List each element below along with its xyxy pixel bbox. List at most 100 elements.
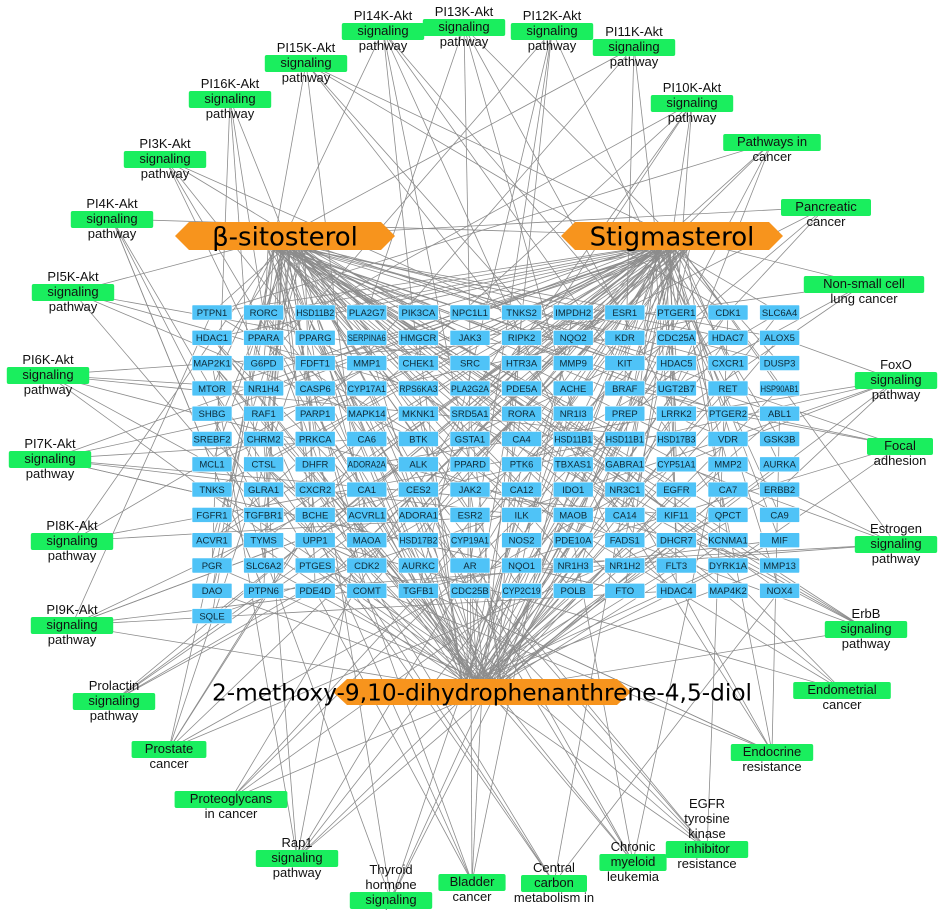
target-node-box	[449, 456, 491, 473]
target-node-box	[501, 582, 542, 599]
target-node-label: CDC25A	[658, 333, 696, 344]
target-node-g6pd: G6PD	[243, 355, 284, 371]
target-node-polb: POLB	[552, 582, 594, 599]
pathway-target-edge	[211, 62, 307, 591]
target-node-comt: COMT	[346, 582, 388, 599]
pathway-node-label: PI14K-Akt	[354, 8, 413, 23]
target-node-dusp3: DUSP3	[759, 355, 800, 371]
target-node-label: ESR1	[612, 308, 637, 319]
target-node-label: GSK3B	[764, 434, 796, 445]
target-node-label: TBXAS1	[555, 460, 591, 471]
target-node-esr2: ESR2	[449, 507, 491, 523]
pathway-target-edge	[263, 102, 693, 339]
pathway-target-edge	[229, 98, 264, 313]
pathway-node-box	[793, 682, 891, 699]
target-node-box	[243, 481, 284, 498]
target-node-label: LRRK2	[661, 409, 692, 420]
pathway-node-label: Endocrine	[743, 744, 802, 759]
pathway-node-label: PI9K-Akt	[46, 602, 98, 617]
pathway-node-box	[264, 55, 348, 72]
target-node-label: ACVR1	[196, 536, 228, 547]
compound-target-edge	[663, 245, 729, 465]
target-node-box	[501, 355, 542, 371]
pathway-compound-edge	[230, 691, 483, 800]
target-node-box	[191, 608, 233, 624]
target-node-mtor: MTOR	[191, 380, 233, 397]
pathway-target-edge	[168, 514, 729, 750]
target-node-label: GSTA1	[455, 434, 485, 445]
pathway-target-edge	[469, 30, 553, 566]
target-node-label: DYRK1A	[709, 561, 748, 572]
compound-target-edge	[279, 244, 780, 339]
target-node-box	[707, 405, 749, 422]
pathway-target-edge	[390, 388, 626, 901]
target-node-box	[552, 431, 594, 447]
pathway-node-thyroid-hormone-signaling-pathway: Thyroidhormonesignalingpathway	[349, 862, 433, 910]
target-node-glra1: GLRA1	[243, 481, 284, 498]
target-node-label: PTGER1	[657, 308, 695, 319]
pathway-node-layer: PI14K-AktsignalingpathwayPI13K-Aktsignal…	[6, 4, 938, 910]
target-node-label: CTSL	[251, 460, 275, 471]
pathway-node-label: cancer	[534, 905, 574, 910]
target-node-mcl1: MCL1	[191, 456, 233, 473]
pathway-node-label: pathway	[48, 632, 97, 647]
target-node-label: HSD11B1	[554, 434, 592, 445]
target-node-box	[759, 355, 800, 371]
pathway-target-edge	[72, 291, 471, 364]
target-node-label: HDAC1	[196, 333, 228, 344]
target-node-jak2: JAK2	[449, 481, 491, 498]
compound-target-edge	[664, 244, 780, 313]
target-node-src: SRC	[449, 355, 491, 371]
target-node-box	[656, 431, 697, 447]
pathway-node-label: leukemia	[607, 869, 660, 884]
target-node-map4k2: MAP4K2	[707, 582, 749, 599]
target-node-label: JAK3	[459, 333, 482, 344]
pathway-node-box	[438, 874, 506, 891]
target-node-prep: PREP	[604, 405, 646, 422]
target-node-box	[501, 507, 542, 523]
target-node-hsd11b2: HSD11B2	[294, 304, 336, 321]
target-node-pik3ca: PIK3CA	[398, 304, 439, 321]
target-node-box	[552, 582, 594, 599]
target-node-box	[552, 380, 594, 397]
pathway-node-box	[70, 211, 154, 228]
target-node-label: SRC	[460, 359, 480, 370]
pathway-node-label: pathway	[206, 106, 255, 121]
compound-node-shape	[175, 222, 395, 250]
pathway-node-label: Pathways in	[737, 134, 807, 149]
pathway-target-edge	[111, 218, 264, 591]
target-node-label: PTK6	[510, 460, 534, 471]
target-node-box	[191, 329, 233, 346]
target-node-dyrk1a: DYRK1A	[707, 557, 749, 574]
target-node-label: MAP4K2	[709, 586, 747, 597]
pathway-target-edge	[676, 102, 693, 313]
pathway-node-label: Pancreatic	[795, 199, 857, 214]
pathway-node-label: pathway	[440, 34, 489, 49]
target-node-box	[501, 557, 542, 574]
pathway-target-edge	[49, 458, 522, 516]
pathway-target-edge	[366, 379, 897, 465]
target-node-label: RORC	[250, 308, 278, 319]
target-node-box	[191, 304, 233, 321]
compound-target-edge	[366, 245, 659, 465]
pathway-node-label: Non-small cell	[823, 276, 905, 291]
target-node-box	[707, 355, 749, 371]
target-node-box	[449, 507, 491, 523]
pathway-target-edge	[211, 413, 392, 901]
target-node-box	[294, 431, 336, 447]
target-node-ret: RET	[707, 380, 749, 397]
pathway-node-box	[8, 451, 92, 468]
pathway-target-edge	[263, 312, 708, 850]
target-node-label: PGR	[202, 561, 223, 572]
target-node-box	[449, 431, 491, 447]
pathway-node-box	[599, 854, 667, 871]
target-node-box	[604, 507, 646, 523]
target-node-box	[243, 380, 284, 397]
target-node-gsk3b: GSK3B	[759, 431, 800, 447]
target-node-label: AURKA	[763, 460, 796, 471]
target-node-box	[398, 355, 439, 371]
